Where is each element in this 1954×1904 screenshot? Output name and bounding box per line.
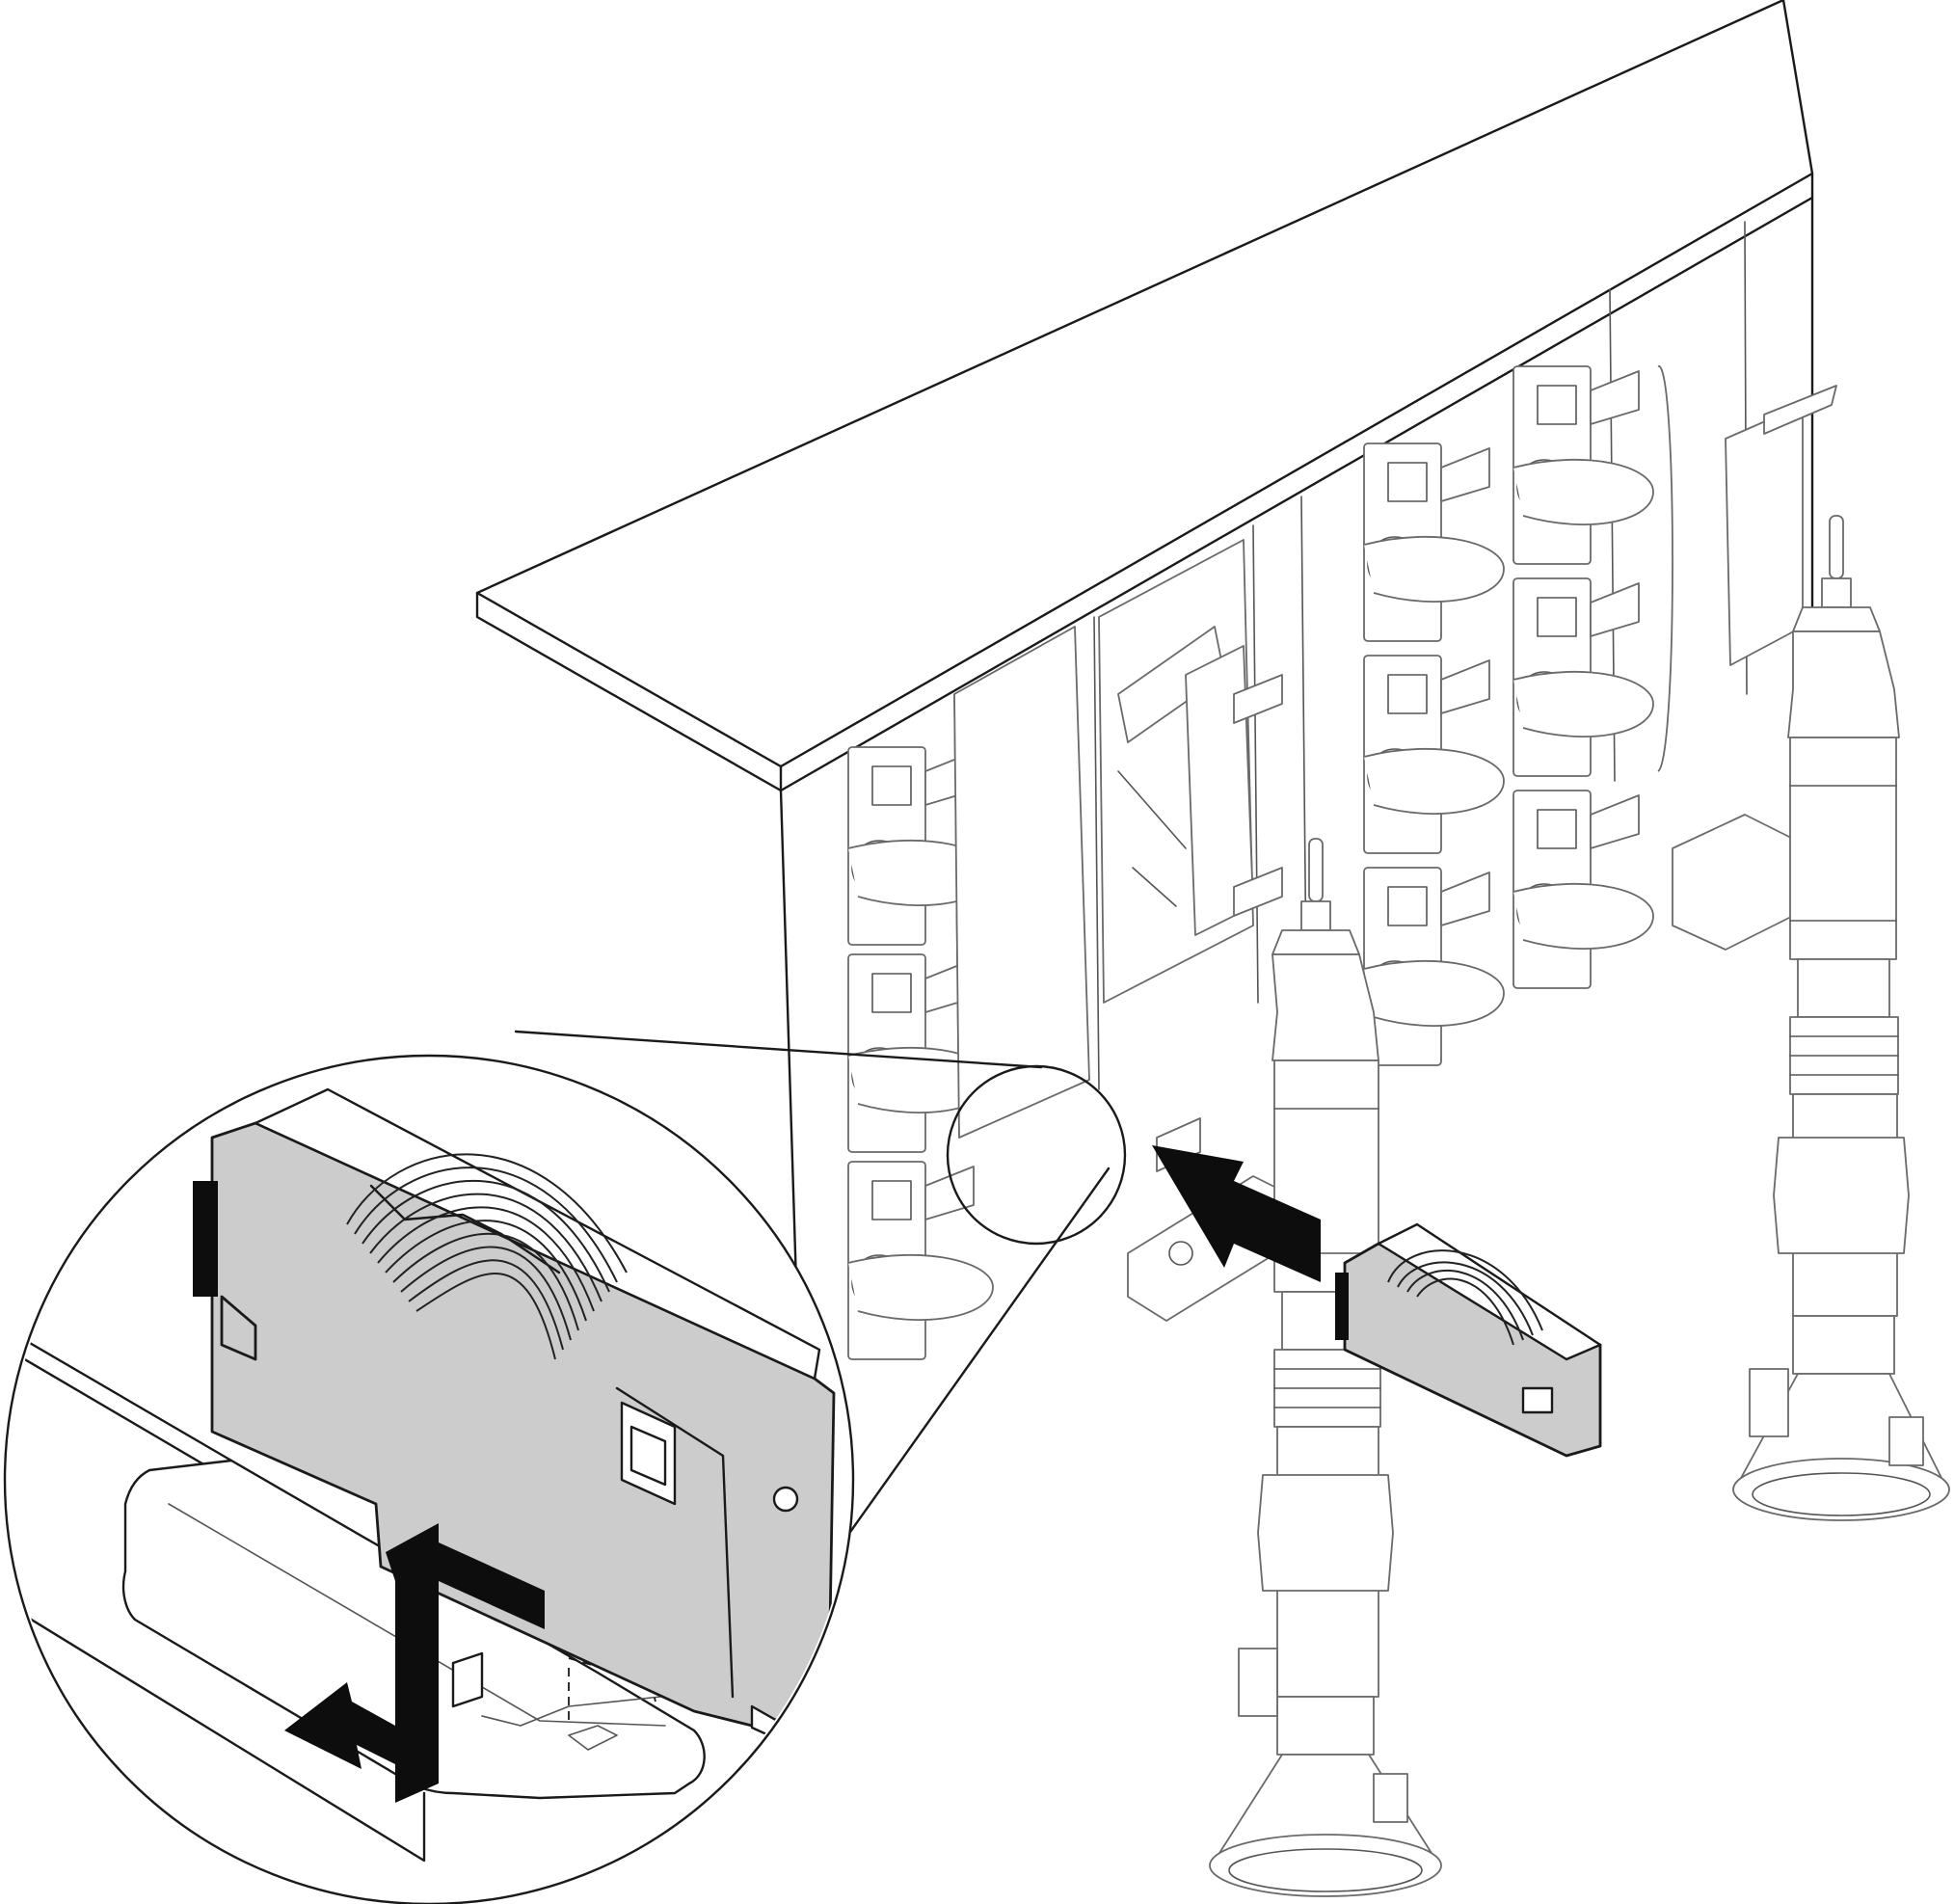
- filler-panel: [953, 626, 1090, 1139]
- lower-arrow-icon: [386, 1523, 545, 1803]
- enclosure-chassis: [475, 0, 1814, 1409]
- install-arrow-icon: [1152, 1145, 1321, 1282]
- power-supply-unit: [847, 1161, 994, 1360]
- water-pipe-front: [1209, 838, 1442, 1897]
- power-supply-unit: [1512, 365, 1654, 565]
- power-supply-unit: [1363, 442, 1505, 642]
- power-supply-unit: [1363, 867, 1505, 1066]
- rear-bracket-right: [1657, 365, 1837, 951]
- power-supply-column-right: [1512, 365, 1654, 989]
- power-supply-column-center: [1363, 442, 1505, 1066]
- water-pipe-rear: [1732, 515, 1950, 1521]
- empty-bay-latch: [1098, 539, 1283, 1004]
- cable-connector-assembly: [1335, 1222, 1602, 1458]
- power-supply-unit: [1363, 655, 1505, 854]
- magnified-detail: [8, 1087, 836, 1863]
- power-supply-unit: [1512, 577, 1654, 777]
- power-supply-unit: [1512, 790, 1654, 989]
- power-supply-column-left: [847, 746, 994, 1360]
- slide-arrow-icon: [284, 1682, 395, 1769]
